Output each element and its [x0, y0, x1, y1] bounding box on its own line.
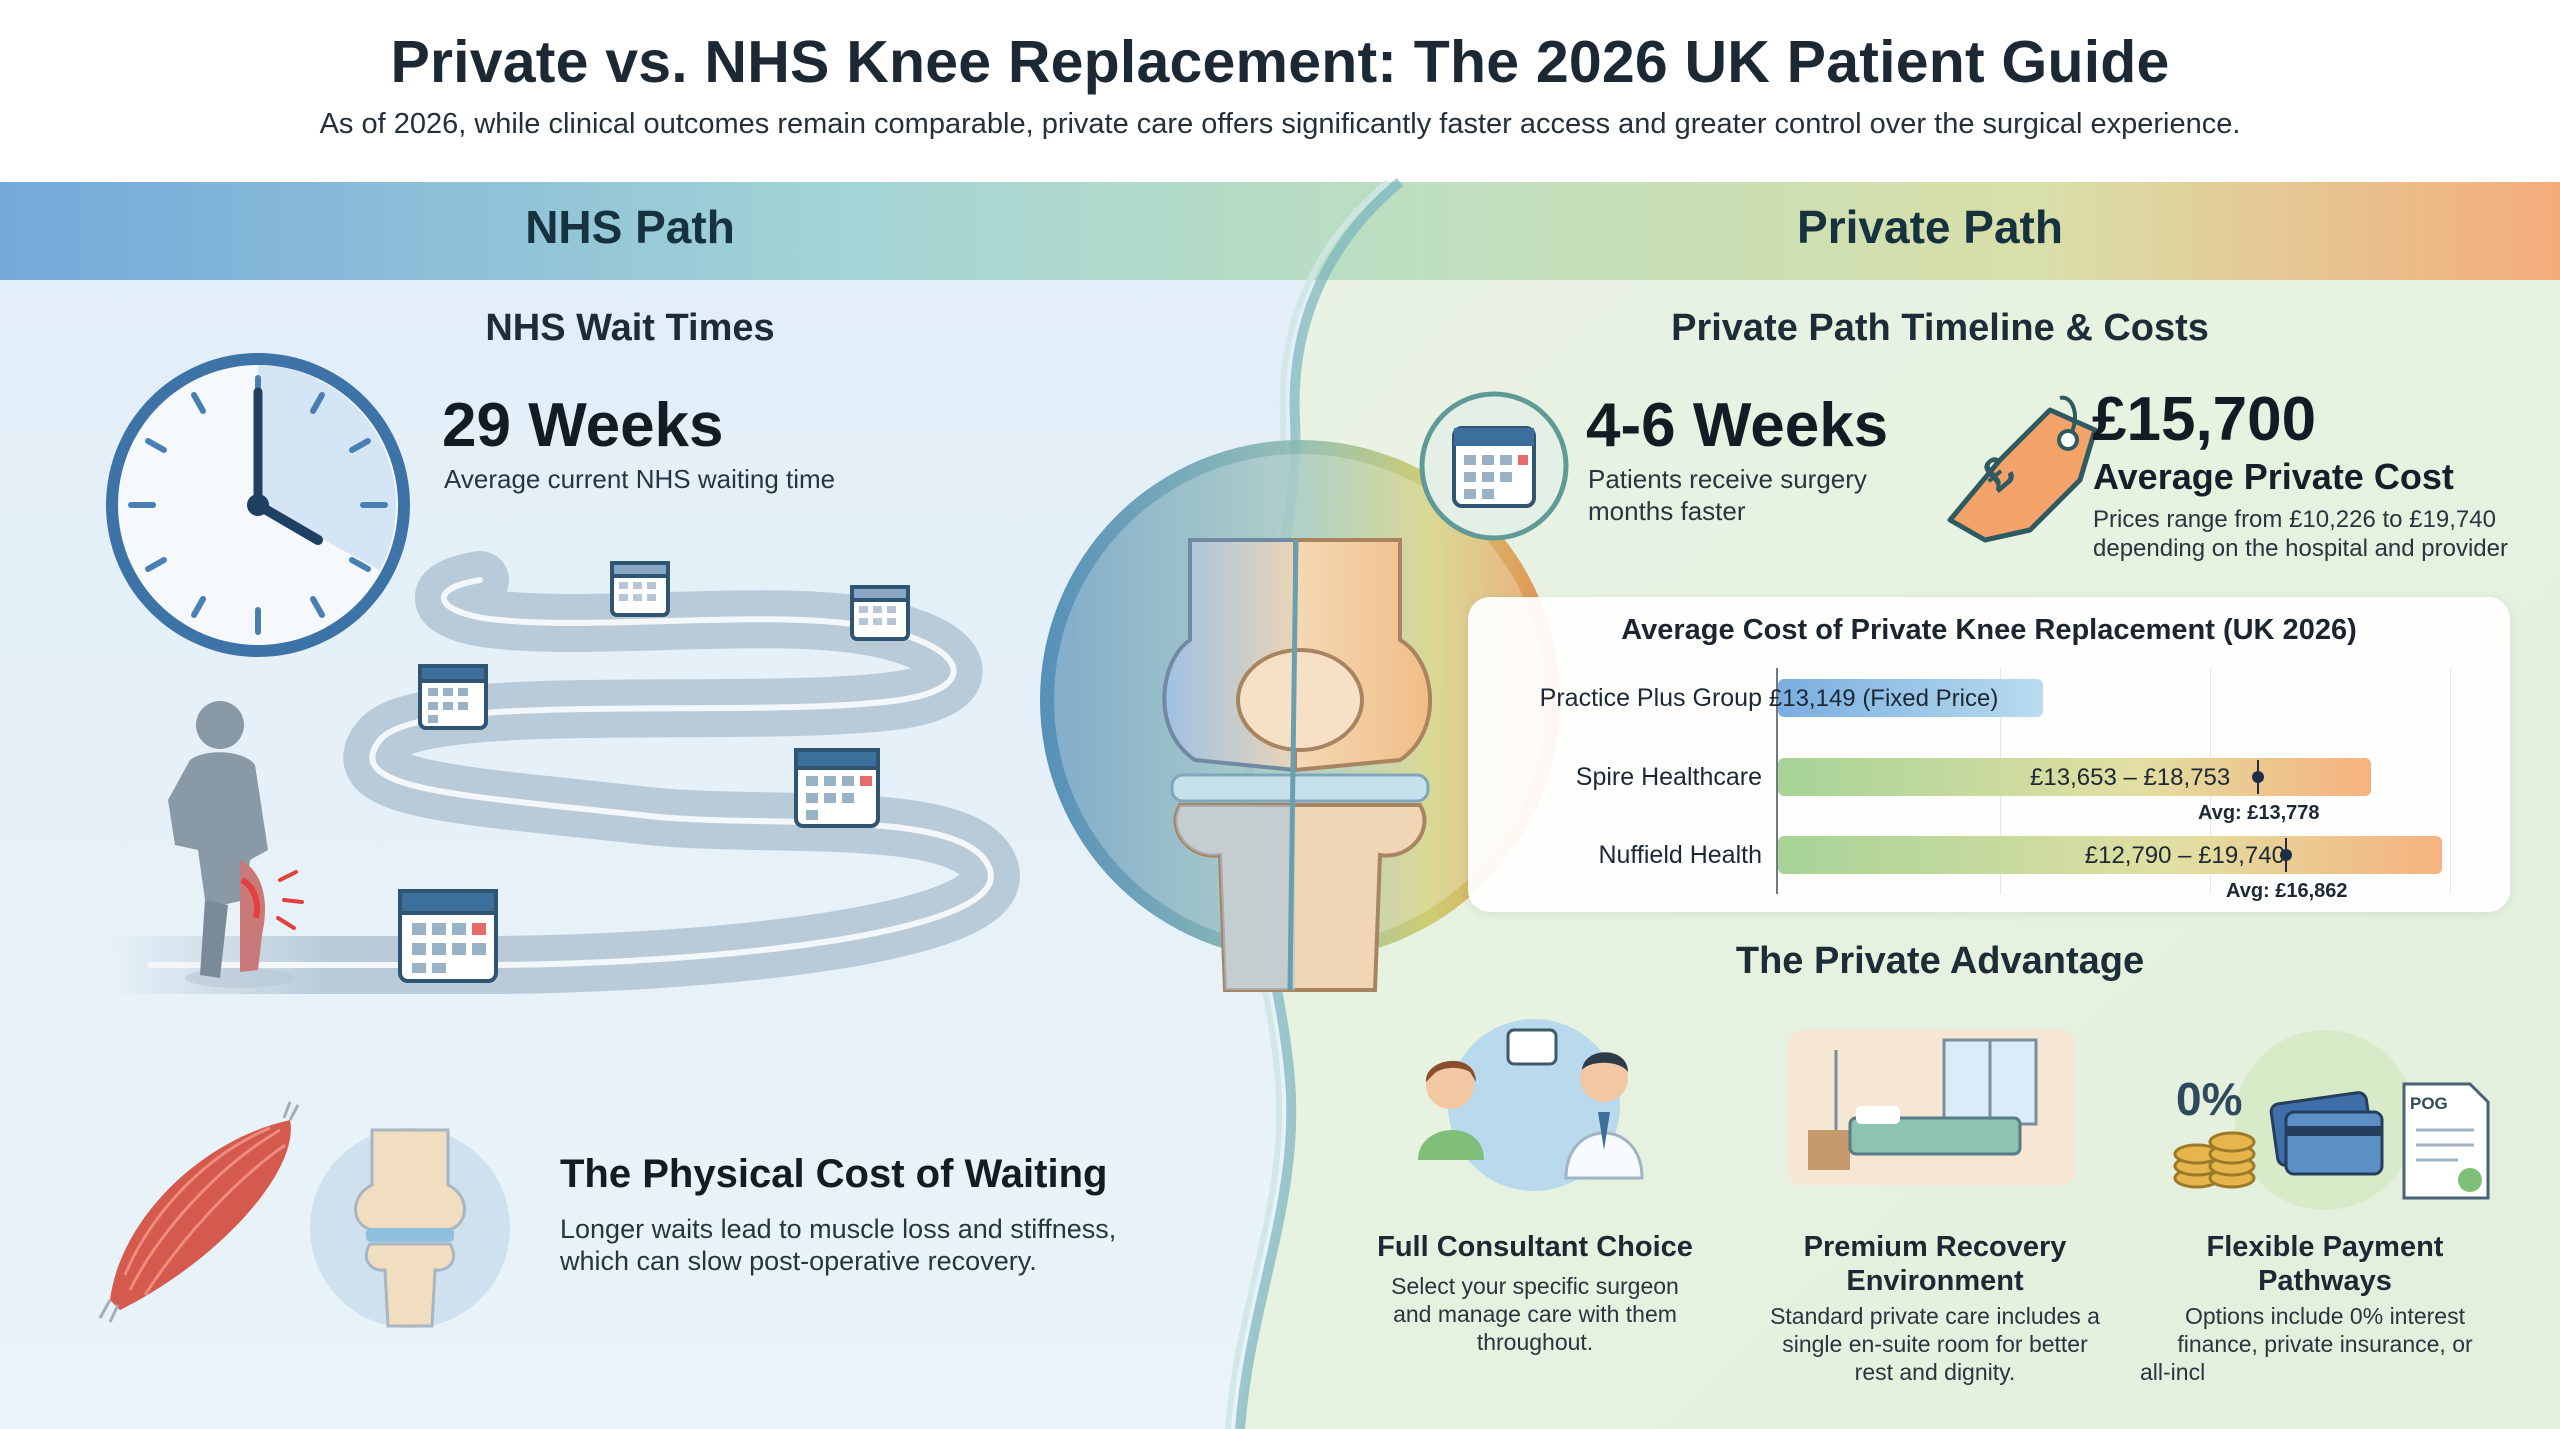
private-advantage-title: The Private Advantage [1735, 940, 2145, 982]
feature-title: Premium Recovery [1803, 1231, 2067, 1263]
chart-bar [1778, 836, 2442, 874]
chart-category-label: Spire Healthcare [1575, 763, 1762, 791]
chart-average-dot [2280, 849, 2292, 861]
recovery-room-illustration [1788, 1030, 2076, 1185]
feature-consultant: Full Consultant Choice Select your speci… [1350, 1230, 1720, 1356]
nhs-path-label: NHS Path [525, 201, 735, 253]
private-cost-label: Average Private Cost [2093, 456, 2454, 497]
chart-category-label: Practice Plus Group [1539, 684, 1762, 712]
calendar-icon [398, 561, 910, 983]
chart-bar-label: £13,149 (Fixed Price) [1768, 685, 1999, 712]
physical-cost-line1: Longer waits lead to muscle loss and sti… [560, 1214, 1117, 1244]
nhs-wait-title: NHS Wait Times [485, 307, 775, 349]
nhs-wait-value: 29 Weeks [442, 391, 724, 460]
chart-category-label: Nuffield Health [1598, 841, 1762, 869]
private-wait-caption-2: months faster [1588, 496, 1746, 526]
feature-body-line: Standard private care includes a [1770, 1303, 2100, 1329]
physical-cost-title: The Physical Cost of Waiting [560, 1152, 1108, 1196]
private-wait-value: 4-6 Weeks [1586, 391, 1889, 460]
private-timeline-title: Private Path Timeline & Costs [1671, 307, 2209, 349]
chart-axis [1776, 668, 1778, 894]
chart-gridline [2450, 668, 2451, 894]
muscle-illustration [98, 1101, 300, 1323]
feature-body-line: Options include 0% interest [2185, 1303, 2465, 1329]
consultant-illustration [1418, 1019, 1644, 1191]
physical-cost-line2: which can slow post-operative recovery. [560, 1246, 1037, 1276]
feature-title-line2: Environment [1846, 1265, 2024, 1297]
private-path-label: Private Path [1797, 201, 2063, 253]
waiting-road-illustration [81, 551, 1020, 994]
feature-body-line: finance, private insurance, or [2177, 1331, 2473, 1357]
chart-bar-label: £13,653 – £18,753 [2030, 764, 2231, 791]
clock-icon [106, 353, 410, 657]
feature-title: Full Consultant Choice [1377, 1231, 1693, 1263]
feature-body-line: all-incl [2140, 1359, 2206, 1385]
chart-average-label: Avg: £13,778 [2198, 802, 2320, 824]
feature-body-line: and manage care with them [1393, 1301, 1677, 1327]
private-cost-value: £15,700 [2092, 385, 2317, 454]
nhs-wait-caption: Average current NHS waiting time [444, 464, 836, 494]
feature-payment: Flexible Payment Pathways Options includ… [2140, 1230, 2510, 1386]
feature-title-line2: Pathways [2258, 1265, 2392, 1297]
chart-average-label: Avg: £16,862 [2226, 880, 2348, 902]
feature-body-line: throughout. [1476, 1329, 1594, 1355]
chart-average-dot [2252, 771, 2264, 783]
private-wait-caption-1: Patients receive surgery [1588, 464, 1867, 494]
page-title: Private vs. NHS Knee Replacement: The 20… [390, 29, 2170, 95]
knee-joint-small-illustration [310, 1128, 510, 1328]
private-cost-caption-1: Prices range from £10,226 to £19,740 [2093, 506, 2496, 533]
page-subtitle: As of 2026, while clinical outcomes rema… [319, 108, 2241, 140]
chart-title: Average Cost of Private Knee Replacement… [1621, 614, 2357, 646]
document-icon-label: POG [2410, 1094, 2448, 1113]
feature-recovery: Premium Recovery Environment Standard pr… [1745, 1230, 2125, 1386]
feature-title: Flexible Payment [2206, 1231, 2444, 1263]
price-tag-icon [1947, 395, 2098, 543]
private-cost-caption-2: depending on the hospital and provider [2093, 535, 2508, 562]
private-calendar-icon [1419, 391, 1569, 541]
chart-bar-label: £12,790 – £19,740 [2084, 842, 2285, 869]
knee-joint-illustration [1040, 440, 1560, 992]
zero-percent-icon-label: 0% [2176, 1073, 2243, 1125]
feature-body-line: single en-suite room for better [1782, 1331, 2088, 1357]
feature-body-line: rest and dignity. [1854, 1359, 2016, 1385]
chart-bar [1778, 758, 2372, 796]
person-knee-pain-illustration [168, 701, 304, 988]
feature-body-line: Select your specific surgeon [1391, 1273, 1679, 1299]
chart-bar [1778, 679, 2044, 717]
payment-icons-illustration [2173, 1030, 2490, 1210]
